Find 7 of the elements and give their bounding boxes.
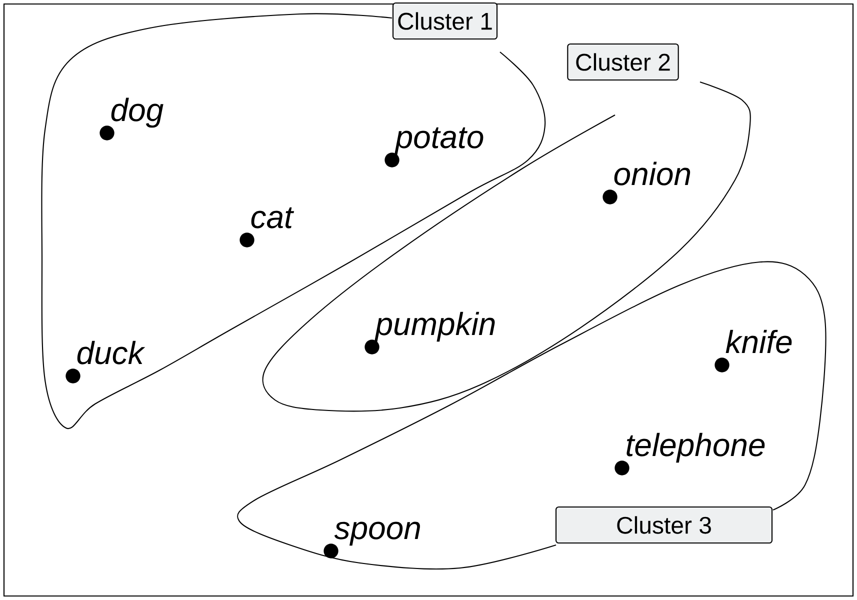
data-point: telephone: [614, 432, 765, 476]
data-point: potato: [384, 127, 484, 168]
data-point: dog: [100, 98, 164, 140]
data-point: onion: [602, 162, 690, 204]
data-point: duck: [66, 340, 146, 384]
data-point: pumpkin: [364, 312, 495, 354]
data-point: spoon: [324, 522, 420, 558]
